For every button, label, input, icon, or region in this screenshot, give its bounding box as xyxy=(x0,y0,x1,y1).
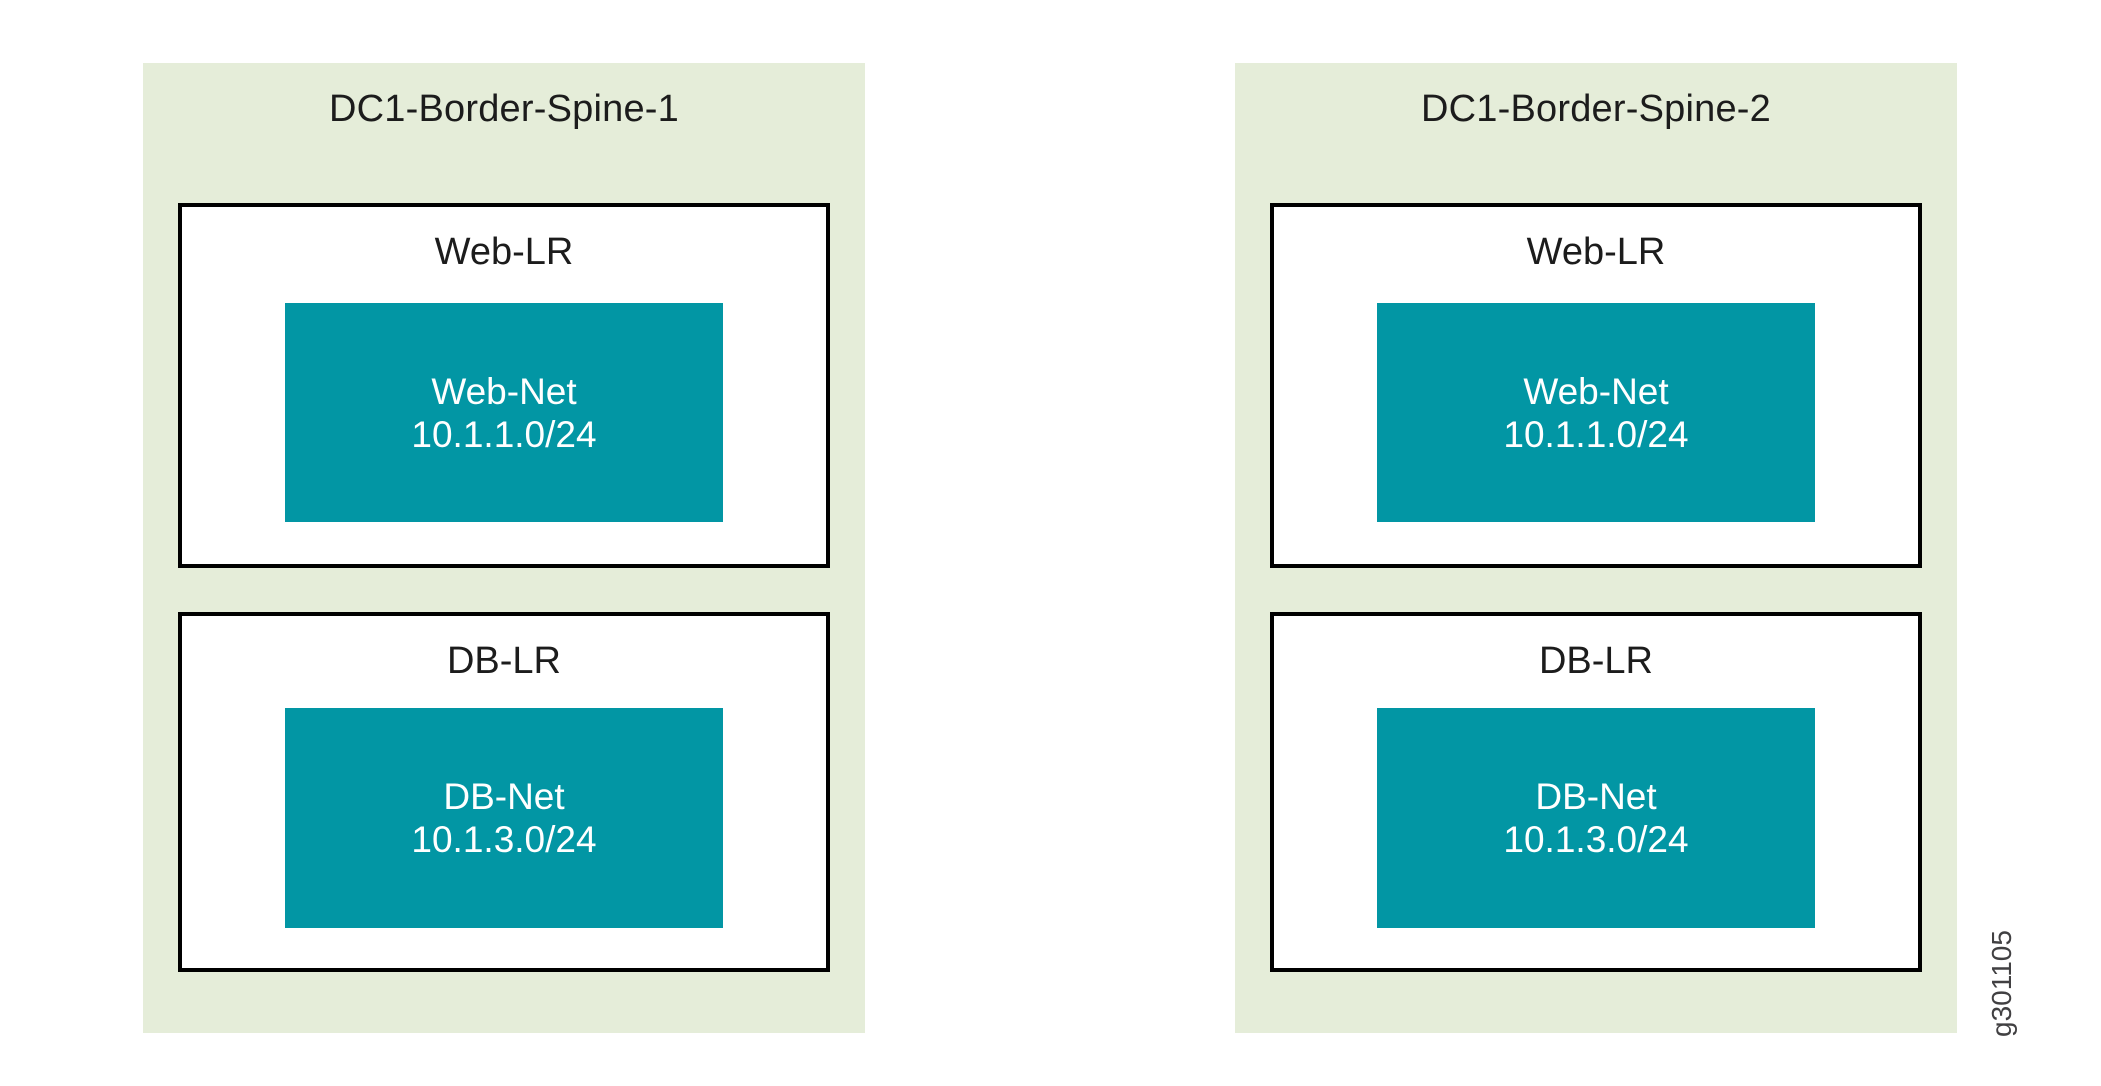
network-box-web-net-spine-2: Web-Net 10.1.1.0/24 xyxy=(1377,303,1815,522)
logical-router-box-db-lr-spine-1: DB-LR DB-Net 10.1.3.0/24 xyxy=(178,612,830,972)
network-box-db-net-spine-2: DB-Net 10.1.3.0/24 xyxy=(1377,708,1815,928)
network-name: Web-Net xyxy=(431,370,577,412)
figure-id-label: g301105 xyxy=(1986,930,2017,1037)
network-box-db-net-spine-1: DB-Net 10.1.3.0/24 xyxy=(285,708,723,928)
logical-router-name-web-lr: Web-LR xyxy=(434,231,574,273)
network-subnet: 10.1.1.0/24 xyxy=(411,413,597,455)
device-panel-spine-1: DC1-Border-Spine-1 Web-LR Web-Net 10.1.1… xyxy=(143,63,865,1033)
logical-router-name-db-lr: DB-LR xyxy=(1538,640,1654,682)
network-subnet: 10.1.3.0/24 xyxy=(411,819,597,860)
network-box-web-net-spine-1: Web-Net 10.1.1.0/24 xyxy=(285,303,723,522)
network-subnet: 10.1.3.0/24 xyxy=(1503,819,1689,860)
logical-router-box-db-lr-spine-2: DB-LR DB-Net 10.1.3.0/24 xyxy=(1270,612,1922,972)
logical-router-box-web-lr-spine-2: Web-LR Web-Net 10.1.1.0/24 xyxy=(1270,203,1922,568)
logical-router-name-db-lr: DB-LR xyxy=(446,640,562,682)
network-name: DB-Net xyxy=(443,776,565,817)
network-name: Web-Net xyxy=(1523,370,1669,412)
network-name: DB-Net xyxy=(1535,776,1657,817)
logical-router-name-web-lr: Web-LR xyxy=(1526,231,1666,273)
logical-router-box-web-lr-spine-1: Web-LR Web-Net 10.1.1.0/24 xyxy=(178,203,830,568)
network-subnet: 10.1.1.0/24 xyxy=(1503,413,1689,455)
device-title-spine-1: DC1-Border-Spine-1 xyxy=(329,88,679,130)
device-panel-spine-2: DC1-Border-Spine-2 Web-LR Web-Net 10.1.1… xyxy=(1235,63,1957,1033)
device-title-spine-2: DC1-Border-Spine-2 xyxy=(1421,88,1771,130)
